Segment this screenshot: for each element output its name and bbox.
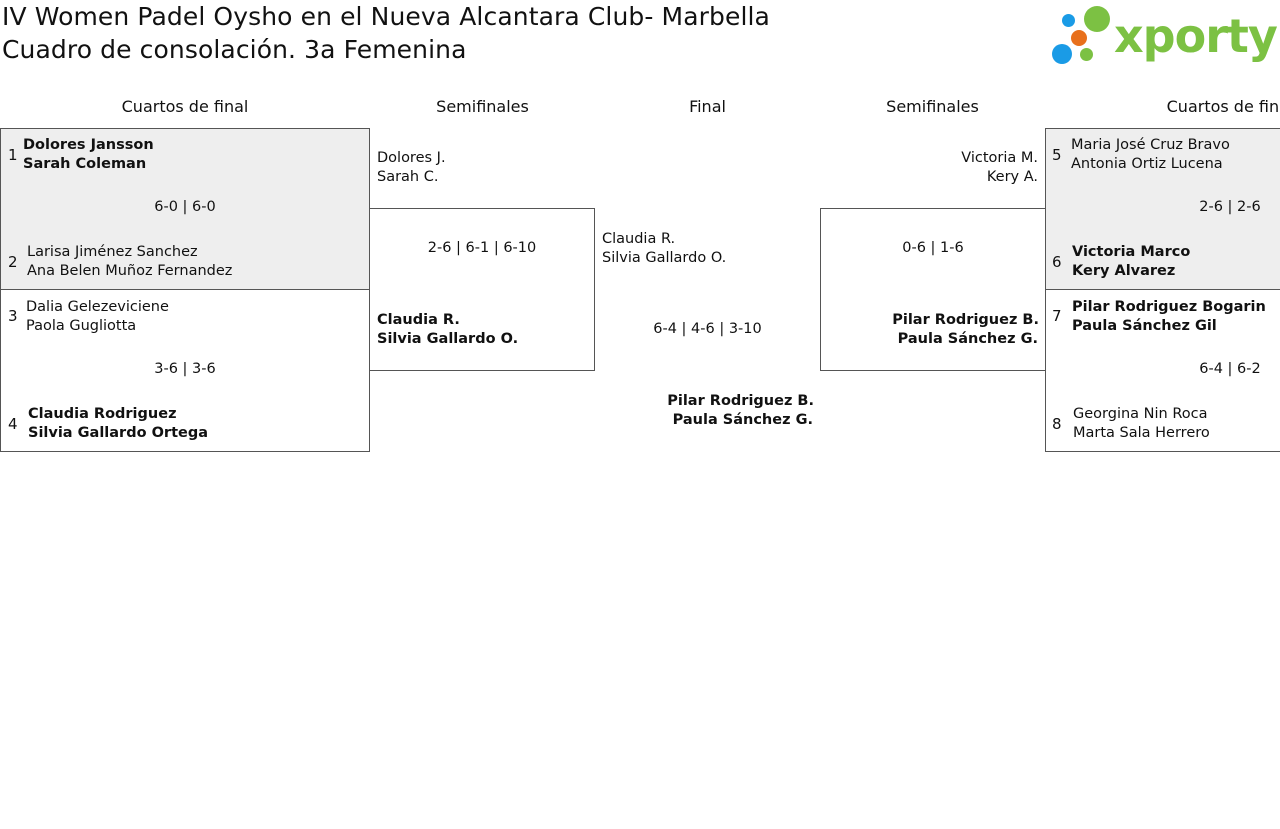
page-title: IV Women Padel Oysho en el Nueva Alcanta… (2, 2, 770, 31)
player-name: Georgina Nin Roca (1073, 406, 1208, 422)
header-sf-right: Semifinales (886, 97, 979, 116)
player-name: Victoria Marco (1072, 244, 1191, 260)
player-name: Silvia Gallardo Ortega (28, 425, 208, 441)
xporty-logo[interactable]: xporty (1052, 4, 1280, 68)
header-qf-left: Cuartos de final (121, 97, 249, 116)
player-name: Dolores Jansson (23, 137, 154, 153)
player-name: Silvia Gallardo O. (377, 331, 519, 347)
seed-number: 5 (1052, 146, 1062, 164)
player-name: Silvia Gallardo O. (602, 250, 727, 266)
player-name: Kery A. (986, 169, 1038, 185)
seed-number: 7 (1052, 307, 1062, 325)
player-name: Paula Sánchez G. (672, 412, 813, 428)
match-score: 6-0 | 6-0 (154, 199, 216, 215)
logo-text: xporty (1114, 9, 1278, 63)
logo-dot-blue-2 (1052, 44, 1072, 64)
logo-dot-blue (1062, 14, 1075, 27)
seed-number: 6 (1052, 253, 1062, 271)
player-name: Kery Alvarez (1072, 263, 1176, 279)
seed-number: 8 (1052, 415, 1062, 433)
player-name: Marta Sala Herrero (1073, 425, 1210, 441)
match-score: 2-6 | 6-1 | 6-10 (427, 240, 537, 256)
match-box-qf1 (0, 128, 370, 290)
match-score: 0-6 | 1-6 (902, 240, 964, 256)
seed-number: 1 (8, 146, 18, 164)
logo-dot-orange (1071, 30, 1087, 46)
seed-number: 3 (8, 307, 18, 325)
player-name: Antonia Ortiz Lucena (1071, 156, 1223, 172)
player-name: Ana Belen Muñoz Fernandez (27, 263, 233, 279)
match-score: 2-6 | 2-6 (1199, 199, 1261, 215)
header-final: Final (689, 97, 726, 116)
player-name: Pilar Rodriguez Bogarin (1072, 299, 1266, 315)
player-name: Sarah Coleman (23, 156, 147, 172)
match-score: 6-4 | 6-2 (1199, 361, 1261, 377)
match-box-qf4 (1045, 289, 1280, 452)
player-name: Dolores J. (377, 150, 446, 166)
player-name: Dalia Gelezeviciene (26, 299, 169, 315)
player-name: Victoria M. (961, 150, 1038, 166)
seed-number: 2 (8, 253, 18, 271)
player-name: Claudia Rodriguez (28, 406, 177, 422)
page-subtitle: Cuadro de consolación. 3a Femenina (2, 35, 467, 64)
match-score: 6-4 | 4-6 | 3-10 (653, 321, 762, 337)
player-name: Claudia R. (377, 312, 460, 328)
header-qf-right: Cuartos de final (1166, 97, 1280, 116)
player-name: Claudia R. (602, 231, 676, 247)
header-sf-left: Semifinales (436, 97, 529, 116)
match-box-qf3 (1045, 128, 1280, 290)
player-name: Paola Gugliotta (26, 318, 137, 334)
player-name: Maria José Cruz Bravo (1071, 137, 1230, 153)
player-name: Larisa Jiménez Sanchez (27, 244, 198, 260)
player-name: Sarah C. (377, 169, 439, 185)
seed-number: 4 (8, 415, 18, 433)
logo-dot-green-2 (1080, 48, 1093, 61)
player-name: Pilar Rodriguez B. (892, 312, 1039, 328)
player-name: Paula Sánchez Gil (1072, 318, 1217, 334)
player-name: Paula Sánchez G. (897, 331, 1038, 347)
player-name: Pilar Rodriguez B. (667, 393, 814, 409)
logo-dot-green (1084, 6, 1110, 32)
match-box-sf-left (369, 208, 595, 371)
match-score: 3-6 | 3-6 (154, 361, 216, 377)
